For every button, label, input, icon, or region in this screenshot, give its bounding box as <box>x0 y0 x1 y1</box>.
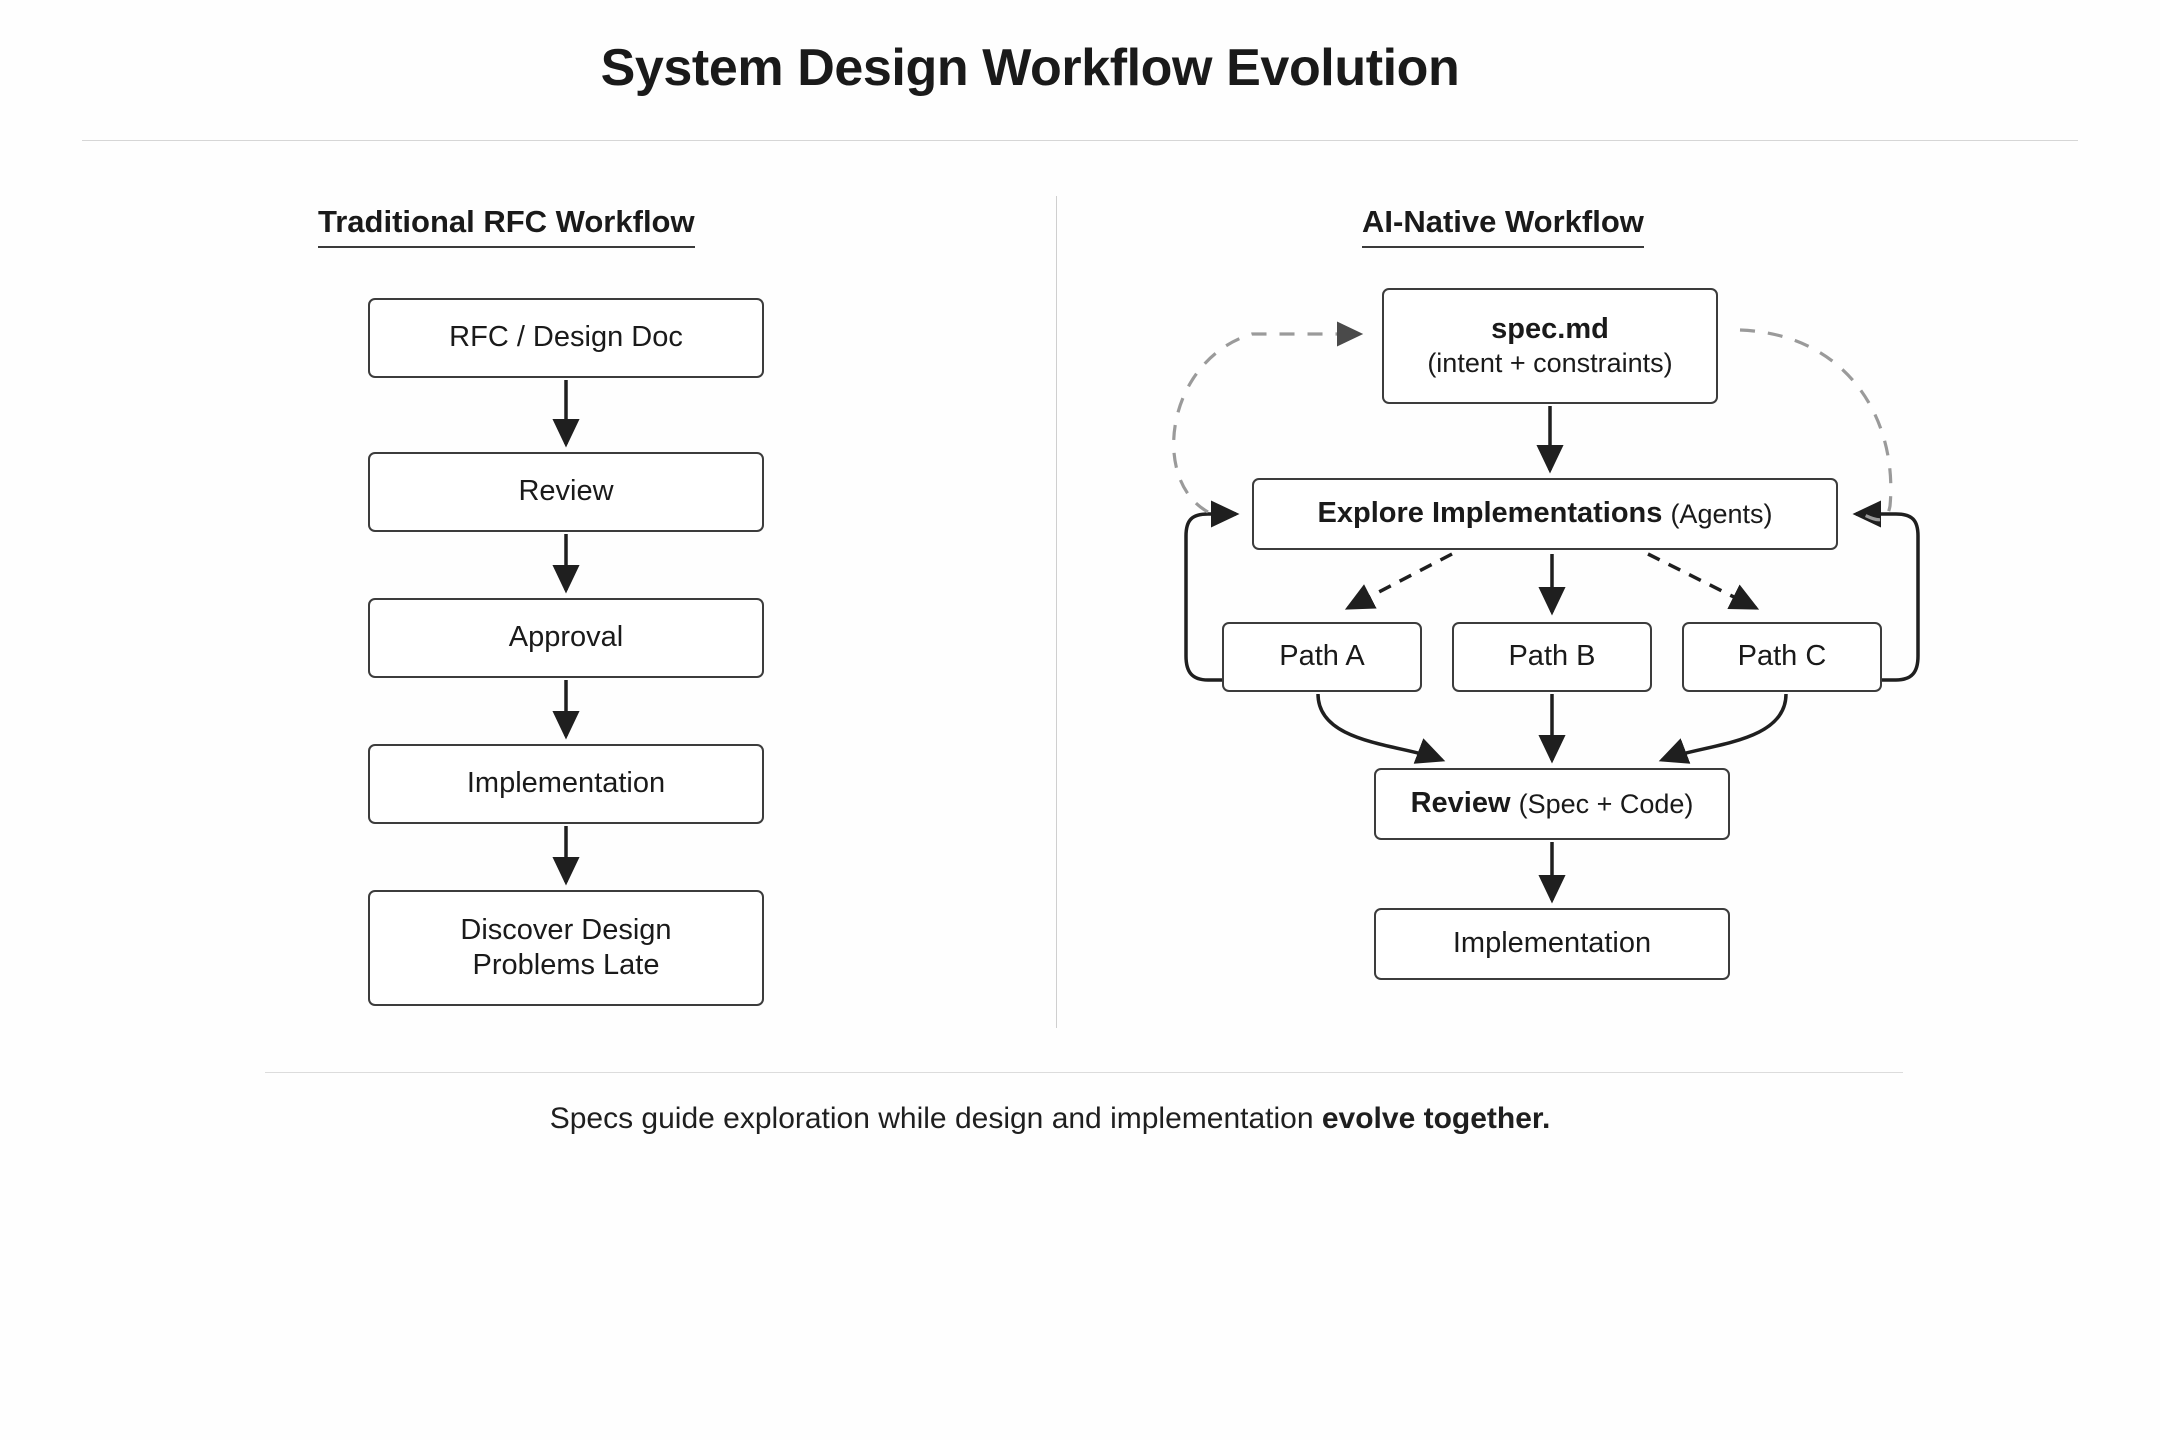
node-path-b[interactable]: Path B <box>1452 622 1652 692</box>
node-label: Path C <box>1737 640 1827 673</box>
node-label: Implementation <box>1452 927 1652 960</box>
caption-divider <box>265 1072 1903 1073</box>
page-title: System Design Workflow Evolution <box>600 39 1460 97</box>
arrow-explore-to-path-c <box>1647 552 1760 610</box>
node-label-line2: Problems Late <box>472 949 660 981</box>
caption: Specs guide exploration while design and… <box>0 1102 2100 1136</box>
node-label: Path A <box>1279 640 1365 673</box>
column-header-ai-native: AI-Native Workflow <box>1362 204 1644 248</box>
node-label: Approval <box>508 621 624 654</box>
node-review-spec-code[interactable]: Review (Spec + Code) <box>1374 768 1730 840</box>
node-label: RFC / Design Doc <box>449 321 683 354</box>
column-divider <box>1056 196 1057 1028</box>
node-spec-md[interactable]: spec.md (intent + constraints) <box>1382 288 1718 404</box>
arrow-path-a-to-review <box>1316 693 1446 764</box>
node-label: Implementation <box>466 767 666 800</box>
title-divider <box>82 140 2078 141</box>
arrow-explore-to-path-a <box>1344 552 1453 610</box>
node-approval[interactable]: Approval <box>368 598 764 678</box>
node-title: spec.md <box>1491 312 1609 345</box>
node-review-traditional[interactable]: Review <box>368 452 764 532</box>
node-title: Explore Implementations <box>1317 497 1663 530</box>
node-label: Review <box>518 475 614 508</box>
node-discover-problems-late[interactable]: Discover Design Problems Late <box>368 890 764 1006</box>
node-label: Path B <box>1508 640 1596 673</box>
caption-plain: Specs guide exploration while design and… <box>549 1102 1322 1135</box>
node-path-a[interactable]: Path A <box>1222 622 1422 692</box>
node-subtitle: (intent + constraints) <box>1427 348 1673 379</box>
node-implementation-traditional[interactable]: Implementation <box>368 744 764 824</box>
node-implementation-ai[interactable]: Implementation <box>1374 908 1730 980</box>
node-title: Review <box>1410 787 1511 820</box>
node-path-c[interactable]: Path C <box>1682 622 1882 692</box>
node-subtitle: (Agents) <box>1670 498 1773 529</box>
column-header-traditional: Traditional RFC Workflow <box>318 204 695 248</box>
arrow-path-c-to-review <box>1658 693 1788 764</box>
node-subtitle: (Spec + Code) <box>1518 788 1694 819</box>
node-rfc-design-doc[interactable]: RFC / Design Doc <box>368 298 764 378</box>
caption-bold: evolve together. <box>1321 1102 1551 1135</box>
node-label-line1: Discover Design <box>460 913 672 946</box>
node-explore-implementations[interactable]: Explore Implementations (Agents) <box>1252 478 1838 550</box>
